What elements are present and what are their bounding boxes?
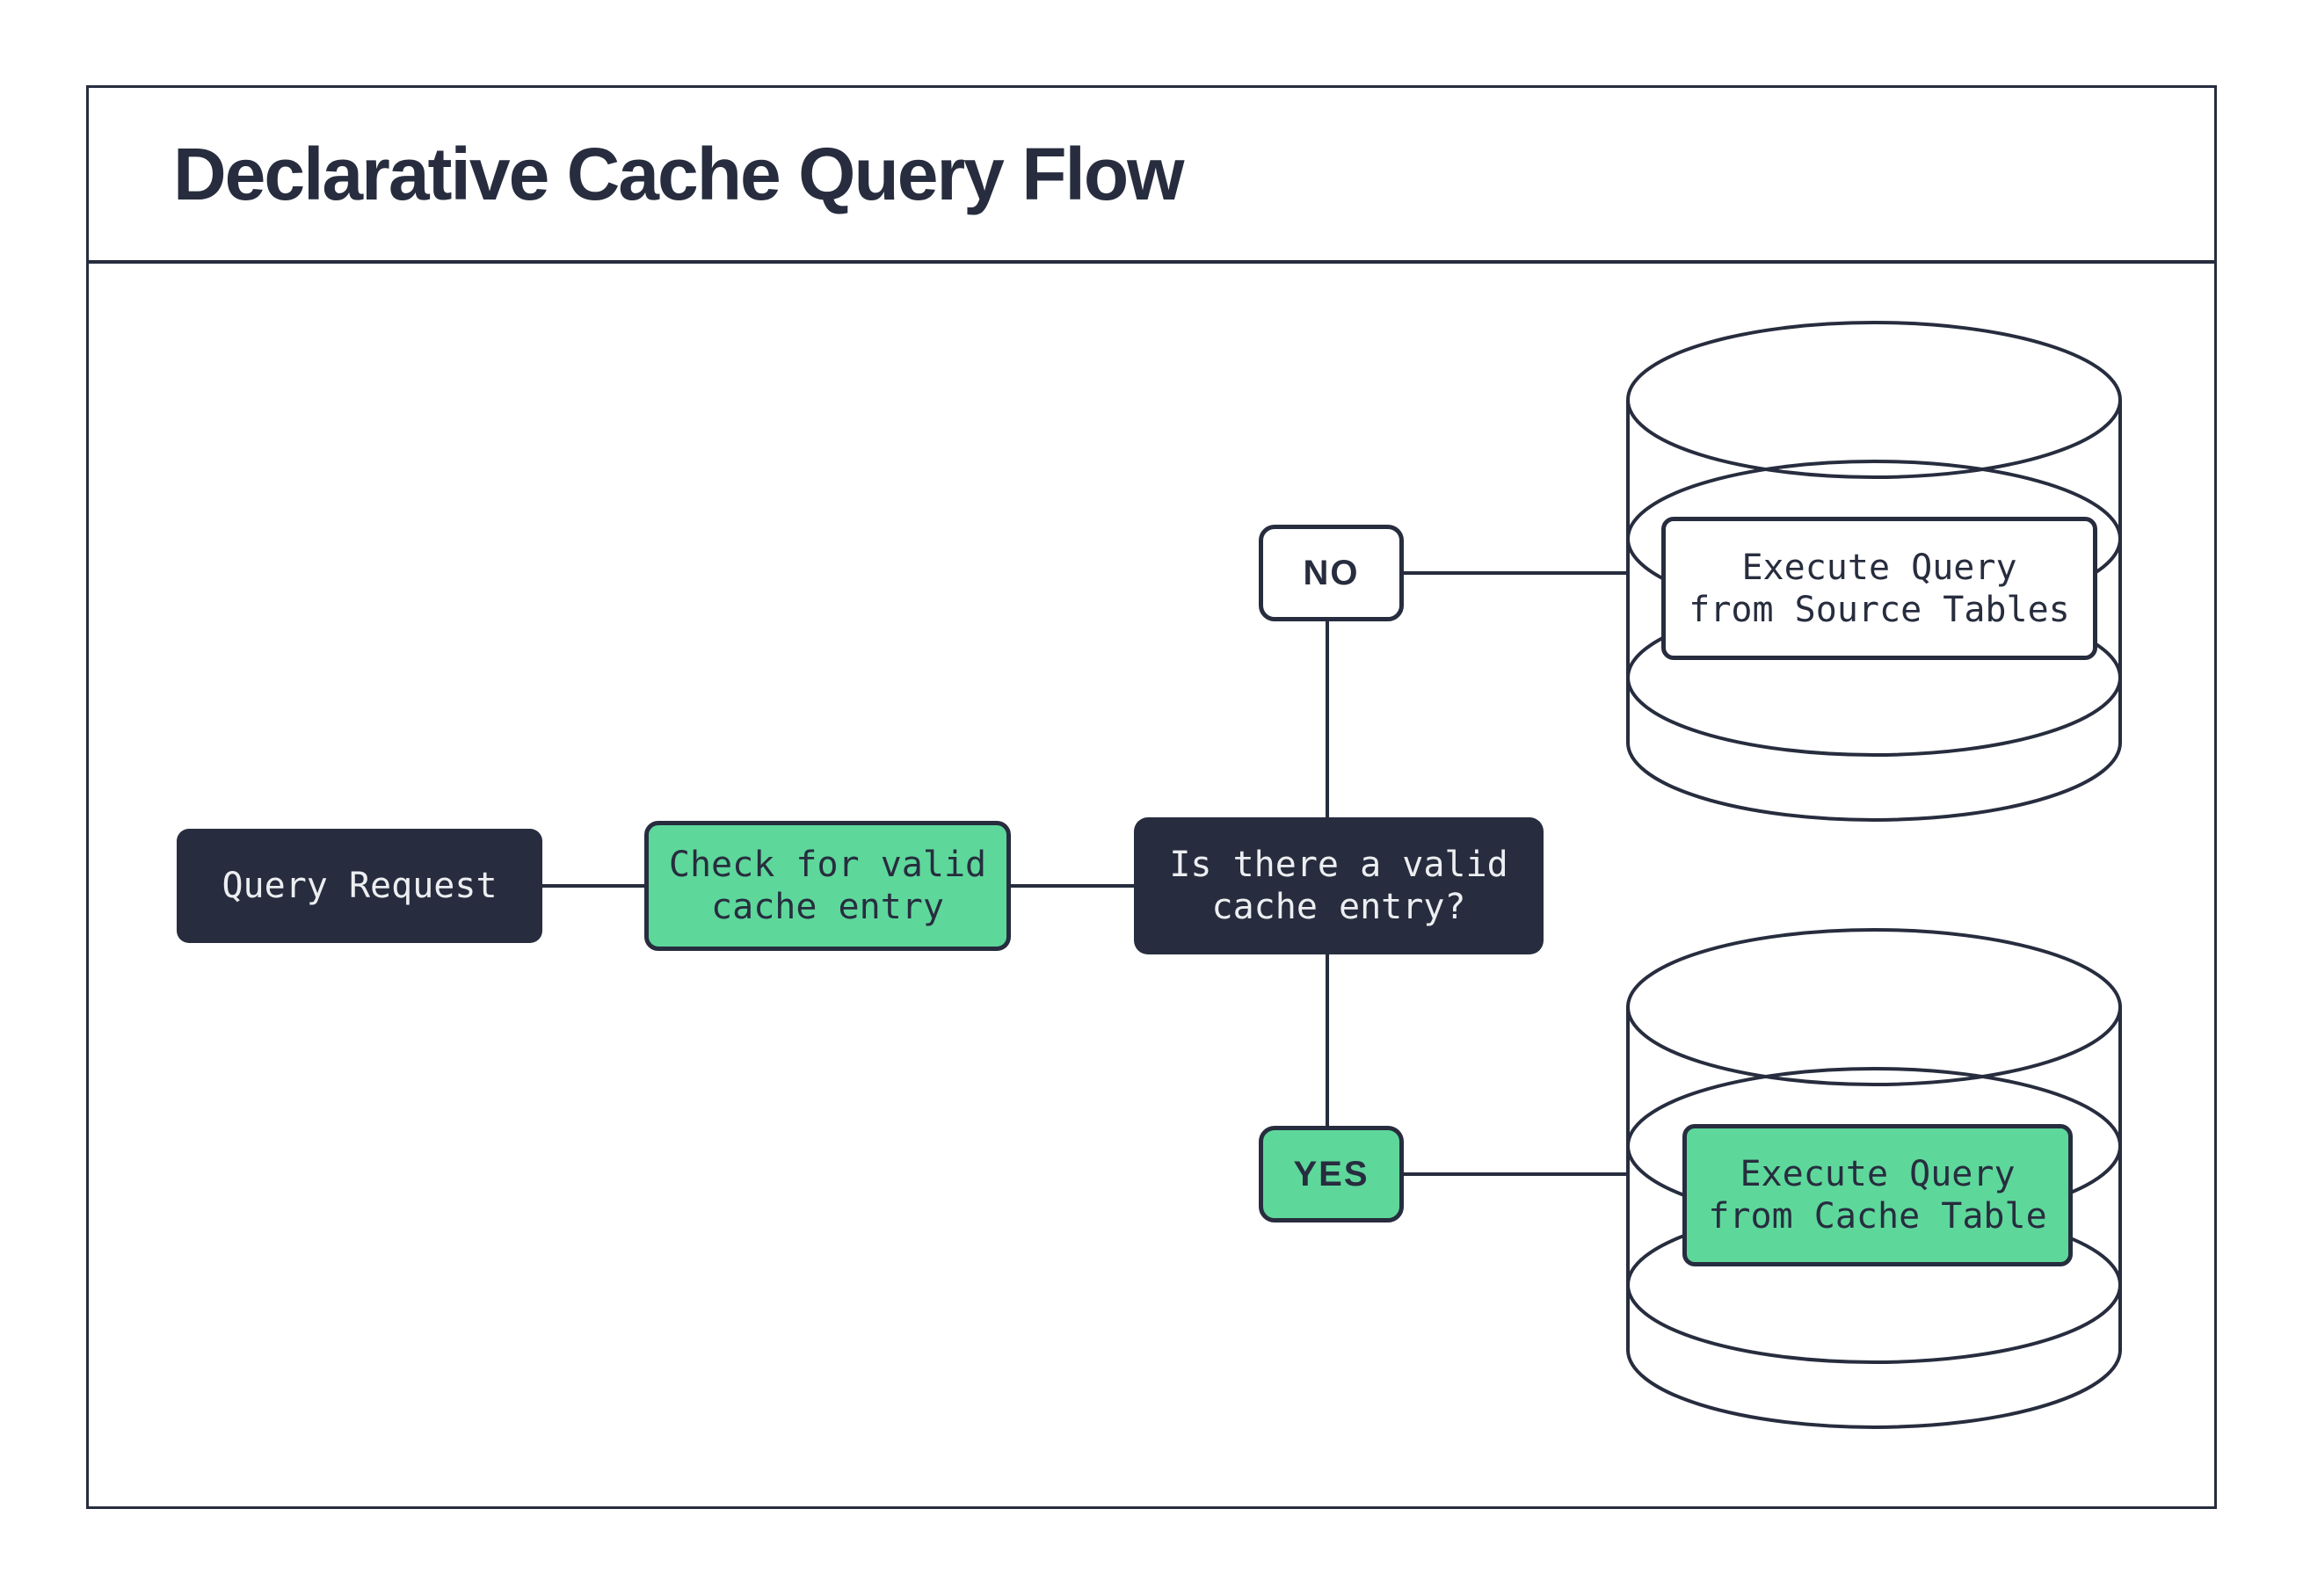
diagram-header: Declarative Cache Query Flow xyxy=(89,88,2214,264)
page-title: Declarative Cache Query Flow xyxy=(173,132,1185,215)
node-check-cache: Check for valid cache entry xyxy=(644,821,1011,951)
edge-label-no: NO xyxy=(1259,525,1404,621)
node-decision-valid-cache: Is there a valid cache entry? xyxy=(1134,817,1544,954)
node-execute-cache-table: Execute Query from Cache Table xyxy=(1682,1124,2073,1266)
edge-label-yes: YES xyxy=(1259,1126,1404,1222)
node-query-request: Query Request xyxy=(177,829,542,943)
node-execute-source-tables: Execute Query from Source Tables xyxy=(1661,517,2097,660)
